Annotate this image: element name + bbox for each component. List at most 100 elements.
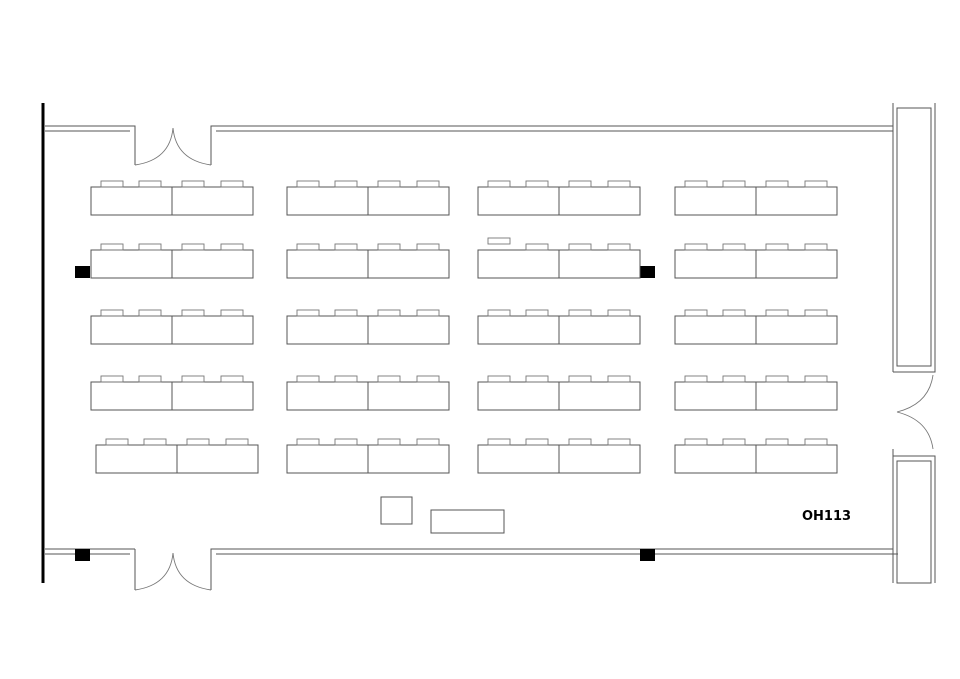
chair — [181, 309, 205, 317]
chair — [607, 180, 631, 188]
table-r5-c2 — [286, 438, 450, 474]
chair — [765, 438, 789, 446]
chair — [487, 375, 511, 383]
chair — [138, 309, 162, 317]
chair — [181, 375, 205, 383]
top-wall — [45, 125, 893, 165]
chair — [100, 243, 124, 251]
chair — [377, 309, 401, 317]
table-r5-c4 — [674, 438, 838, 474]
chair — [100, 375, 124, 383]
table-r3-c2 — [286, 309, 450, 345]
chair — [684, 309, 708, 317]
chair — [138, 180, 162, 188]
chair — [684, 180, 708, 188]
chair — [804, 309, 828, 317]
table-r2-c2 — [286, 243, 450, 279]
chair — [334, 180, 358, 188]
chair — [416, 180, 440, 188]
right-wall — [892, 103, 936, 584]
chair — [607, 243, 631, 251]
chair — [334, 309, 358, 317]
table-r5-c1 — [95, 438, 259, 474]
chair — [220, 309, 244, 317]
tables-area — [90, 180, 838, 474]
chair — [186, 438, 210, 446]
bottom-door — [134, 552, 212, 591]
chair — [568, 243, 592, 251]
chair — [525, 375, 549, 383]
table-r2-c3 — [477, 237, 641, 279]
column-mid-lower — [640, 549, 655, 561]
chair — [100, 309, 124, 317]
chair — [804, 243, 828, 251]
table-r4-c1 — [90, 375, 254, 411]
table-r4-c2 — [286, 375, 450, 411]
table-r1-c2 — [286, 180, 450, 216]
chair — [220, 375, 244, 383]
chair — [143, 438, 167, 446]
chair — [220, 243, 244, 251]
chair — [181, 180, 205, 188]
table-r1-c3 — [477, 180, 641, 216]
table-r3-c3 — [477, 309, 641, 345]
chair — [804, 180, 828, 188]
chair — [607, 375, 631, 383]
chair — [765, 375, 789, 383]
table-r2-c1 — [90, 243, 254, 279]
chair — [377, 375, 401, 383]
chair — [138, 243, 162, 251]
chair — [377, 438, 401, 446]
table-r3-c4 — [674, 309, 838, 345]
chair — [334, 375, 358, 383]
chair — [416, 243, 440, 251]
chair — [487, 180, 511, 188]
chair — [684, 243, 708, 251]
column-left-lower — [75, 549, 90, 561]
chair — [377, 180, 401, 188]
chair — [296, 180, 320, 188]
chair — [525, 243, 549, 251]
table-r3-c1 — [90, 309, 254, 345]
chair — [568, 438, 592, 446]
chair — [525, 438, 549, 446]
chair — [765, 180, 789, 188]
table-r1-c1 — [90, 180, 254, 216]
chair — [765, 309, 789, 317]
bottom-wall — [45, 456, 898, 590]
table-r2-c4 — [674, 243, 838, 279]
top-door — [134, 127, 212, 166]
chair — [377, 243, 401, 251]
chair — [525, 309, 549, 317]
instructor-desk — [430, 509, 505, 534]
chair — [804, 375, 828, 383]
chair — [525, 180, 549, 188]
chair — [722, 309, 746, 317]
chair — [105, 438, 129, 446]
chair — [416, 438, 440, 446]
chair — [722, 180, 746, 188]
chair — [296, 309, 320, 317]
chair — [568, 180, 592, 188]
chair — [607, 438, 631, 446]
table-r5-c3 — [477, 438, 641, 474]
chair — [487, 438, 511, 446]
chair — [722, 243, 746, 251]
podium — [380, 496, 413, 525]
room-label: OH113 — [802, 509, 851, 524]
chair — [181, 243, 205, 251]
chair — [722, 438, 746, 446]
chair — [684, 375, 708, 383]
chair — [296, 375, 320, 383]
chair — [804, 438, 828, 446]
chair — [100, 180, 124, 188]
chair — [334, 438, 358, 446]
chair — [220, 180, 244, 188]
chair — [487, 237, 511, 245]
chair — [765, 243, 789, 251]
chair — [568, 309, 592, 317]
chair — [722, 375, 746, 383]
table-r4-c3 — [477, 375, 641, 411]
chair — [138, 375, 162, 383]
